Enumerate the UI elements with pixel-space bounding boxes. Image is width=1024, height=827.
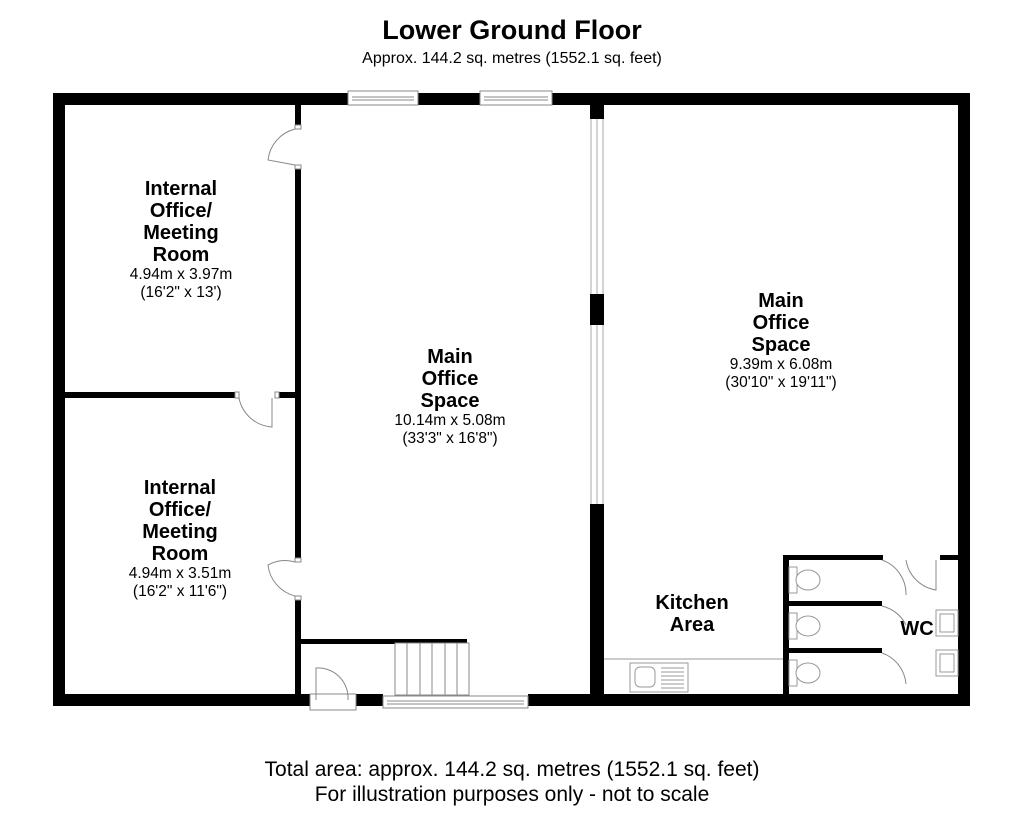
window-top-2	[479, 90, 553, 106]
floor-area-subtitle: Approx. 144.2 sq. metres (1552.1 sq. fee…	[362, 50, 662, 67]
staircase	[394, 642, 470, 696]
doors	[234, 124, 937, 711]
floor-title: Lower Ground Floor	[382, 15, 642, 45]
room-label-main-office-2: Main Office Space 9.39m x 6.08m (30'10" …	[725, 290, 837, 391]
kitchen-counter	[604, 658, 783, 693]
room-label-internal-office-1: Internal Office/ Meeting Room 4.94m x 3.…	[129, 178, 233, 301]
disclaimer-note: For illustration purposes only - not to …	[314, 783, 710, 806]
wc-basins	[935, 609, 959, 677]
room-label-main-office-1: Main Office Space 10.14m x 5.08m (33'3" …	[394, 346, 506, 447]
glazed-partition	[590, 119, 604, 504]
window-top-1	[347, 90, 419, 106]
total-area-note: Total area: approx. 144.2 sq. metres (15…	[264, 758, 760, 781]
room-label-wc: WC	[900, 618, 934, 640]
toilets	[788, 566, 821, 687]
room-label-kitchen: Kitchen Area	[655, 592, 729, 636]
interior-walls	[65, 105, 958, 694]
room-label-internal-office-2: Internal Office/ Meeting Room 4.94m x 3.…	[128, 477, 232, 600]
outer-walls	[53, 93, 970, 706]
window-bottom	[382, 695, 529, 709]
